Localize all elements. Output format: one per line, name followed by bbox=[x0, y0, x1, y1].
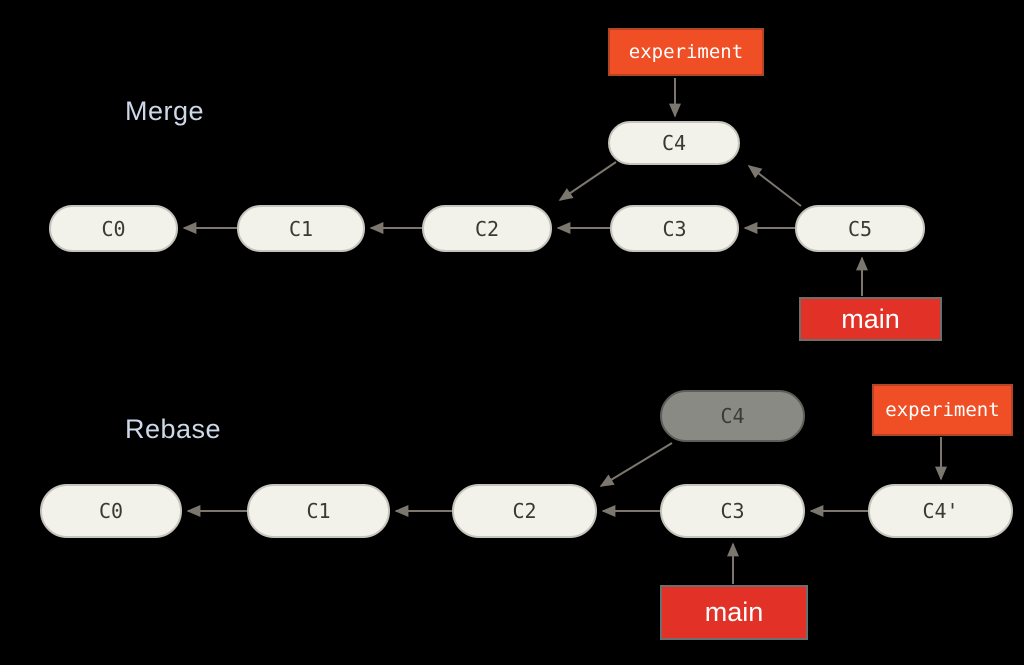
rebase-commit-c2: C2 bbox=[452, 484, 597, 538]
rebase-commit-c2-label: C2 bbox=[512, 499, 537, 523]
merge-commit-c1-label: C1 bbox=[288, 216, 314, 241]
rebase-commit-c0: C0 bbox=[40, 484, 182, 538]
merge-commit-c0: C0 bbox=[49, 205, 178, 252]
merge-branch-label-main: main bbox=[799, 297, 942, 341]
rebase-branch-main-text: main bbox=[704, 597, 764, 627]
rebase-section-label: Rebase bbox=[125, 414, 222, 444]
rebase-branch-label-experiment: experiment bbox=[872, 384, 1013, 436]
rebase-commit-c4-prime-label: C4' bbox=[922, 499, 959, 523]
merge-section-label: Merge bbox=[125, 96, 205, 126]
rebase-commit-c1-label: C1 bbox=[306, 499, 331, 523]
merge-commit-c3-label: C3 bbox=[662, 216, 687, 241]
rebase-commit-c1: C1 bbox=[247, 484, 390, 538]
rebase-commit-c4-abandoned-label: C4 bbox=[720, 404, 745, 428]
merge-branch-label-experiment: experiment bbox=[608, 28, 764, 76]
merge-commit-c4-label: C4 bbox=[661, 131, 687, 155]
merge-commit-c4: C4 bbox=[608, 121, 740, 165]
rebase-branch-label-main: main bbox=[660, 585, 808, 640]
rebase-commit-c3: C3 bbox=[660, 484, 805, 538]
rebase-commit-c4-abandoned: C4 bbox=[660, 390, 805, 442]
merge-arrow-c4-to-c2 bbox=[558, 161, 617, 201]
merge-branch-main-text: main bbox=[841, 303, 900, 334]
rebase-commit-c3-label: C3 bbox=[720, 499, 745, 523]
merge-commit-c5: C5 bbox=[795, 205, 925, 252]
merge-commit-c0-label: C0 bbox=[101, 216, 126, 241]
rebase-commit-c0-label: C0 bbox=[98, 499, 124, 523]
rebase-commit-c4-prime: C4' bbox=[868, 484, 1013, 538]
merge-commit-c2-label: C2 bbox=[474, 216, 500, 241]
merge-commit-c5-label: C5 bbox=[847, 216, 873, 241]
merge-commit-c1: C1 bbox=[237, 205, 365, 252]
merge-commit-c3: C3 bbox=[610, 205, 739, 252]
rebase-branch-experiment-text: experiment bbox=[885, 399, 1000, 421]
merge-branch-experiment-text: experiment bbox=[628, 41, 744, 63]
merge-arrow-c5-to-c4 bbox=[747, 165, 802, 207]
merge-commit-c2: C2 bbox=[422, 205, 552, 252]
rebase-arrow-c4-abandoned-to-c2 bbox=[599, 442, 673, 487]
